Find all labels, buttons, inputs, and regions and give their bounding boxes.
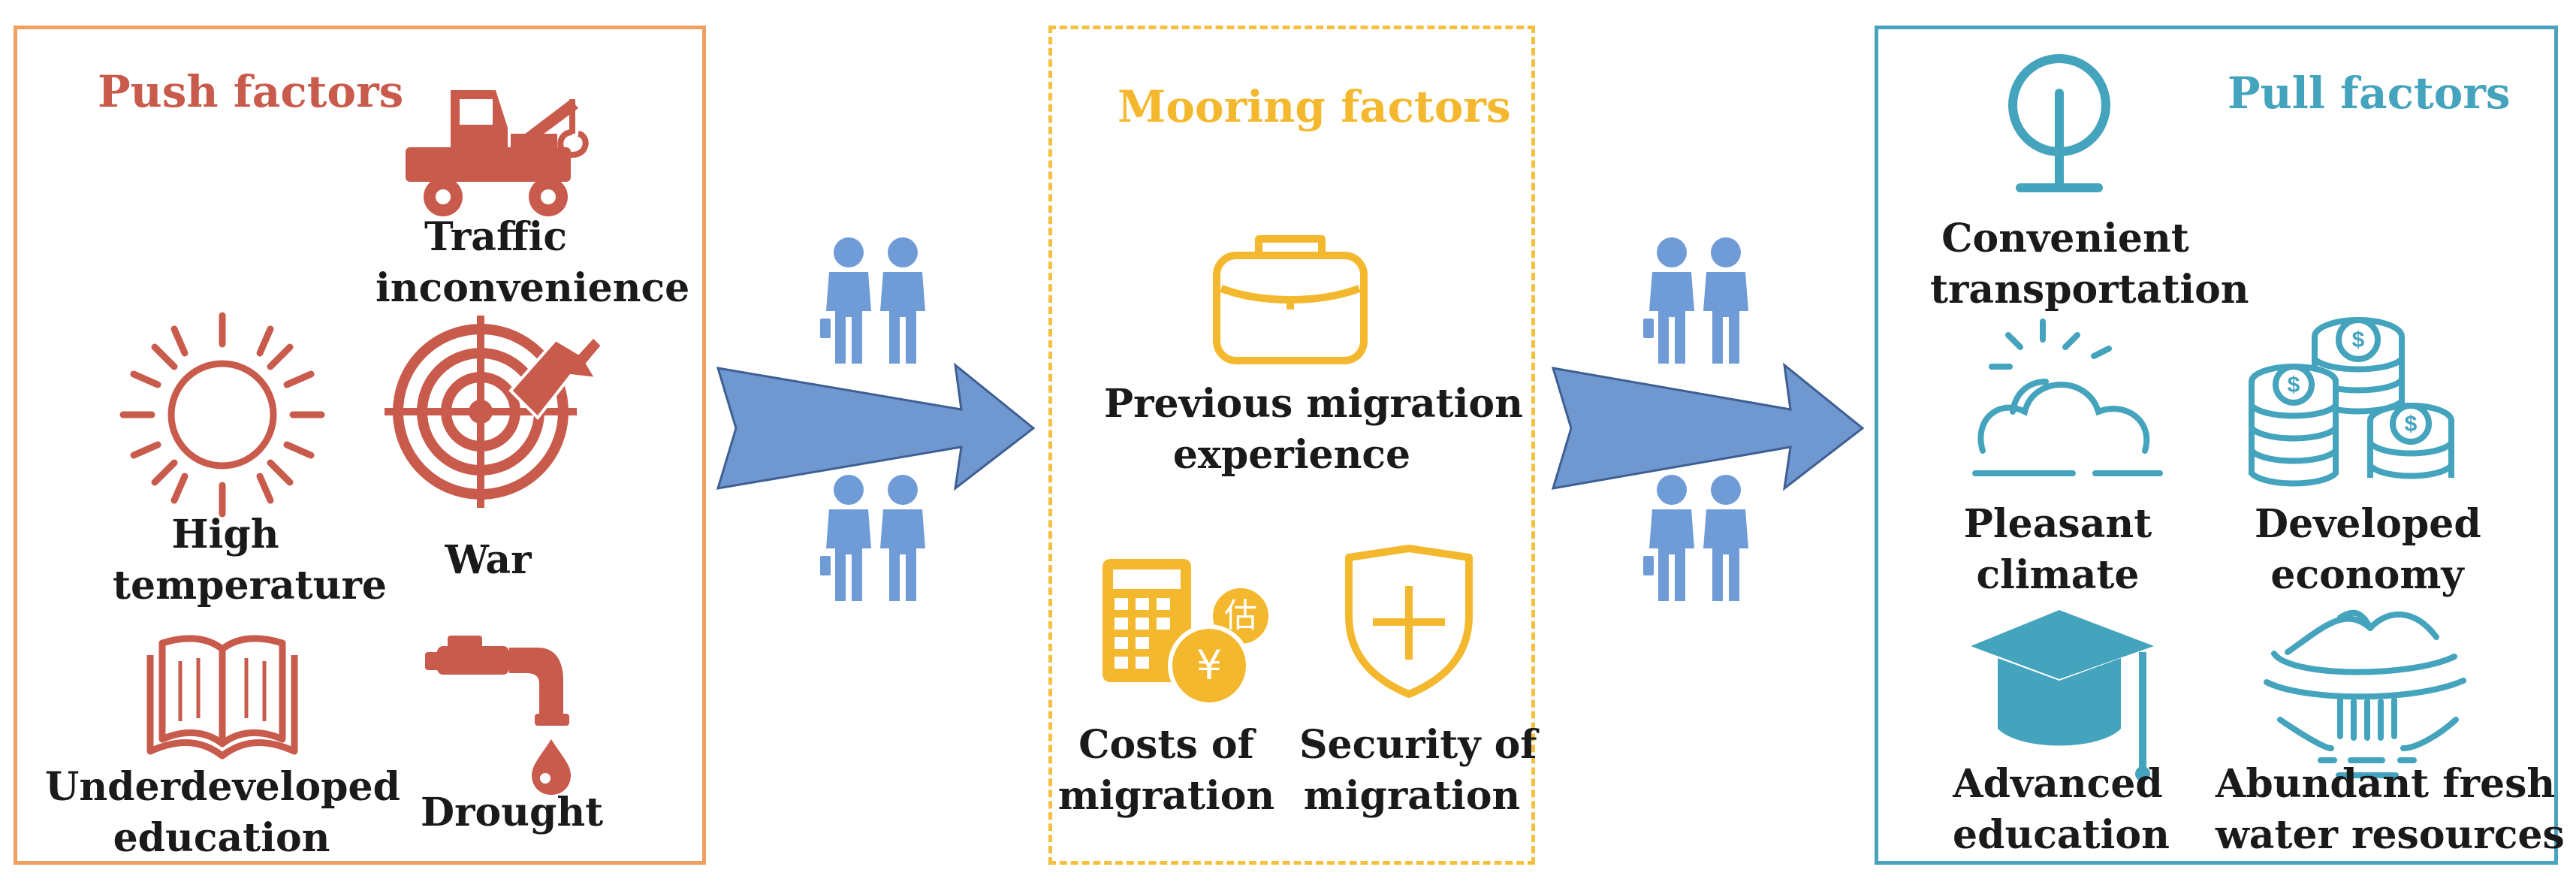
transport-label-line2: transportation — [1930, 267, 2249, 313]
arrow-mooring-to-pull — [1551, 362, 1865, 491]
economy-label-line1: Developed — [2255, 501, 2481, 547]
coin-symbol-top: $ — [2352, 328, 2365, 352]
war-label-line1: War — [445, 537, 532, 583]
war-label: War — [421, 535, 556, 586]
costs-of-migration-label: Costs of migration — [1057, 720, 1275, 822]
coin-symbol-right: $ — [2405, 412, 2418, 436]
convenient-transportation-label: Convenient transportation — [1930, 213, 2249, 316]
shield-plus-icon — [1345, 545, 1473, 698]
climate-label-line2: climate — [1976, 552, 2140, 598]
mooring-factors-panel — [1048, 26, 1535, 865]
graduation-cap-icon — [1971, 610, 2154, 781]
security-label-line1: Security of — [1299, 722, 1537, 768]
calculator-glyph-currency: ¥ — [1196, 642, 1223, 689]
advanced-education-label: Advanced education — [1953, 759, 2170, 861]
sun-icon — [119, 312, 325, 518]
water-label-line1: Abundant fresh — [2216, 761, 2556, 807]
open-book-icon — [146, 635, 298, 760]
traffic-label-line1: Traffic — [424, 214, 568, 260]
underdeveloped-education-label: Underdeveloped education — [45, 762, 400, 864]
high-temp-label-line2: temperature — [113, 563, 387, 609]
high-temperature-label: High temperature — [113, 509, 387, 612]
economy-label-line2: economy — [2270, 552, 2464, 598]
people-icon-left-top — [820, 237, 925, 364]
education-pull-label-line2: education — [1953, 812, 2170, 858]
climate-label-line1: Pleasant — [1963, 501, 2152, 547]
costs-label-line1: Costs of — [1078, 722, 1254, 768]
push-factors-panel — [14, 26, 706, 865]
push-factors-title: Push factors — [98, 66, 404, 117]
security-of-migration-label: Security of migration — [1299, 720, 1537, 822]
costs-label-line2: migration — [1057, 773, 1275, 819]
faucet-drop-icon — [425, 636, 571, 795]
pull-factors-panel — [1875, 26, 2558, 865]
education-pull-label-line1: Advanced — [1953, 761, 2163, 807]
developed-economy-label: Developed economy — [2255, 499, 2481, 601]
abundant-water-label: Abundant fresh water resources — [2216, 759, 2565, 861]
sun-cloud-icon — [1972, 319, 2163, 476]
people-icon-right-bottom — [1643, 475, 1748, 601]
experience-label-line1: Previous migration — [1104, 381, 1523, 427]
people-icon-right-top — [1643, 237, 1748, 364]
people-icon-left-bottom — [820, 475, 925, 601]
security-label-line2: migration — [1303, 773, 1521, 819]
transport-label-line1: Convenient — [1941, 216, 2189, 261]
target-gun-icon — [385, 316, 605, 508]
traffic-inconvenience-label: Traffic inconvenience — [376, 212, 690, 314]
education-push-label-line2: education — [113, 815, 330, 861]
experience-label-line2: experience — [1172, 432, 1411, 478]
previous-migration-experience-label: Previous migration experience — [1104, 379, 1523, 481]
mooring-factors-title: Mooring factors — [1118, 81, 1511, 132]
drought-label-line1: Drought — [421, 790, 604, 835]
high-temp-label-line1: High — [171, 512, 279, 557]
water-label-line2: water resources — [2216, 812, 2565, 858]
pull-factors-title: Pull factors — [2228, 68, 2511, 119]
tow-truck-icon — [406, 90, 589, 216]
briefcase-icon — [1213, 235, 1368, 364]
pleasant-climate-label: Pleasant climate — [1953, 499, 2163, 601]
traffic-label-line2: inconvenience — [376, 265, 690, 311]
coin-stacks-icon — [2249, 317, 2454, 487]
calculator-yen-icon — [1102, 559, 1273, 707]
calculator-glyph-char: 估 — [1224, 597, 1257, 635]
water-mountain-icon — [2264, 609, 2466, 778]
coin-symbol-left: $ — [2288, 373, 2300, 397]
education-push-label-line1: Underdeveloped — [45, 764, 400, 810]
drought-label: Drought — [421, 787, 604, 838]
arrow-push-to-mooring — [716, 362, 1036, 491]
road-sign-icon — [2008, 54, 2110, 192]
